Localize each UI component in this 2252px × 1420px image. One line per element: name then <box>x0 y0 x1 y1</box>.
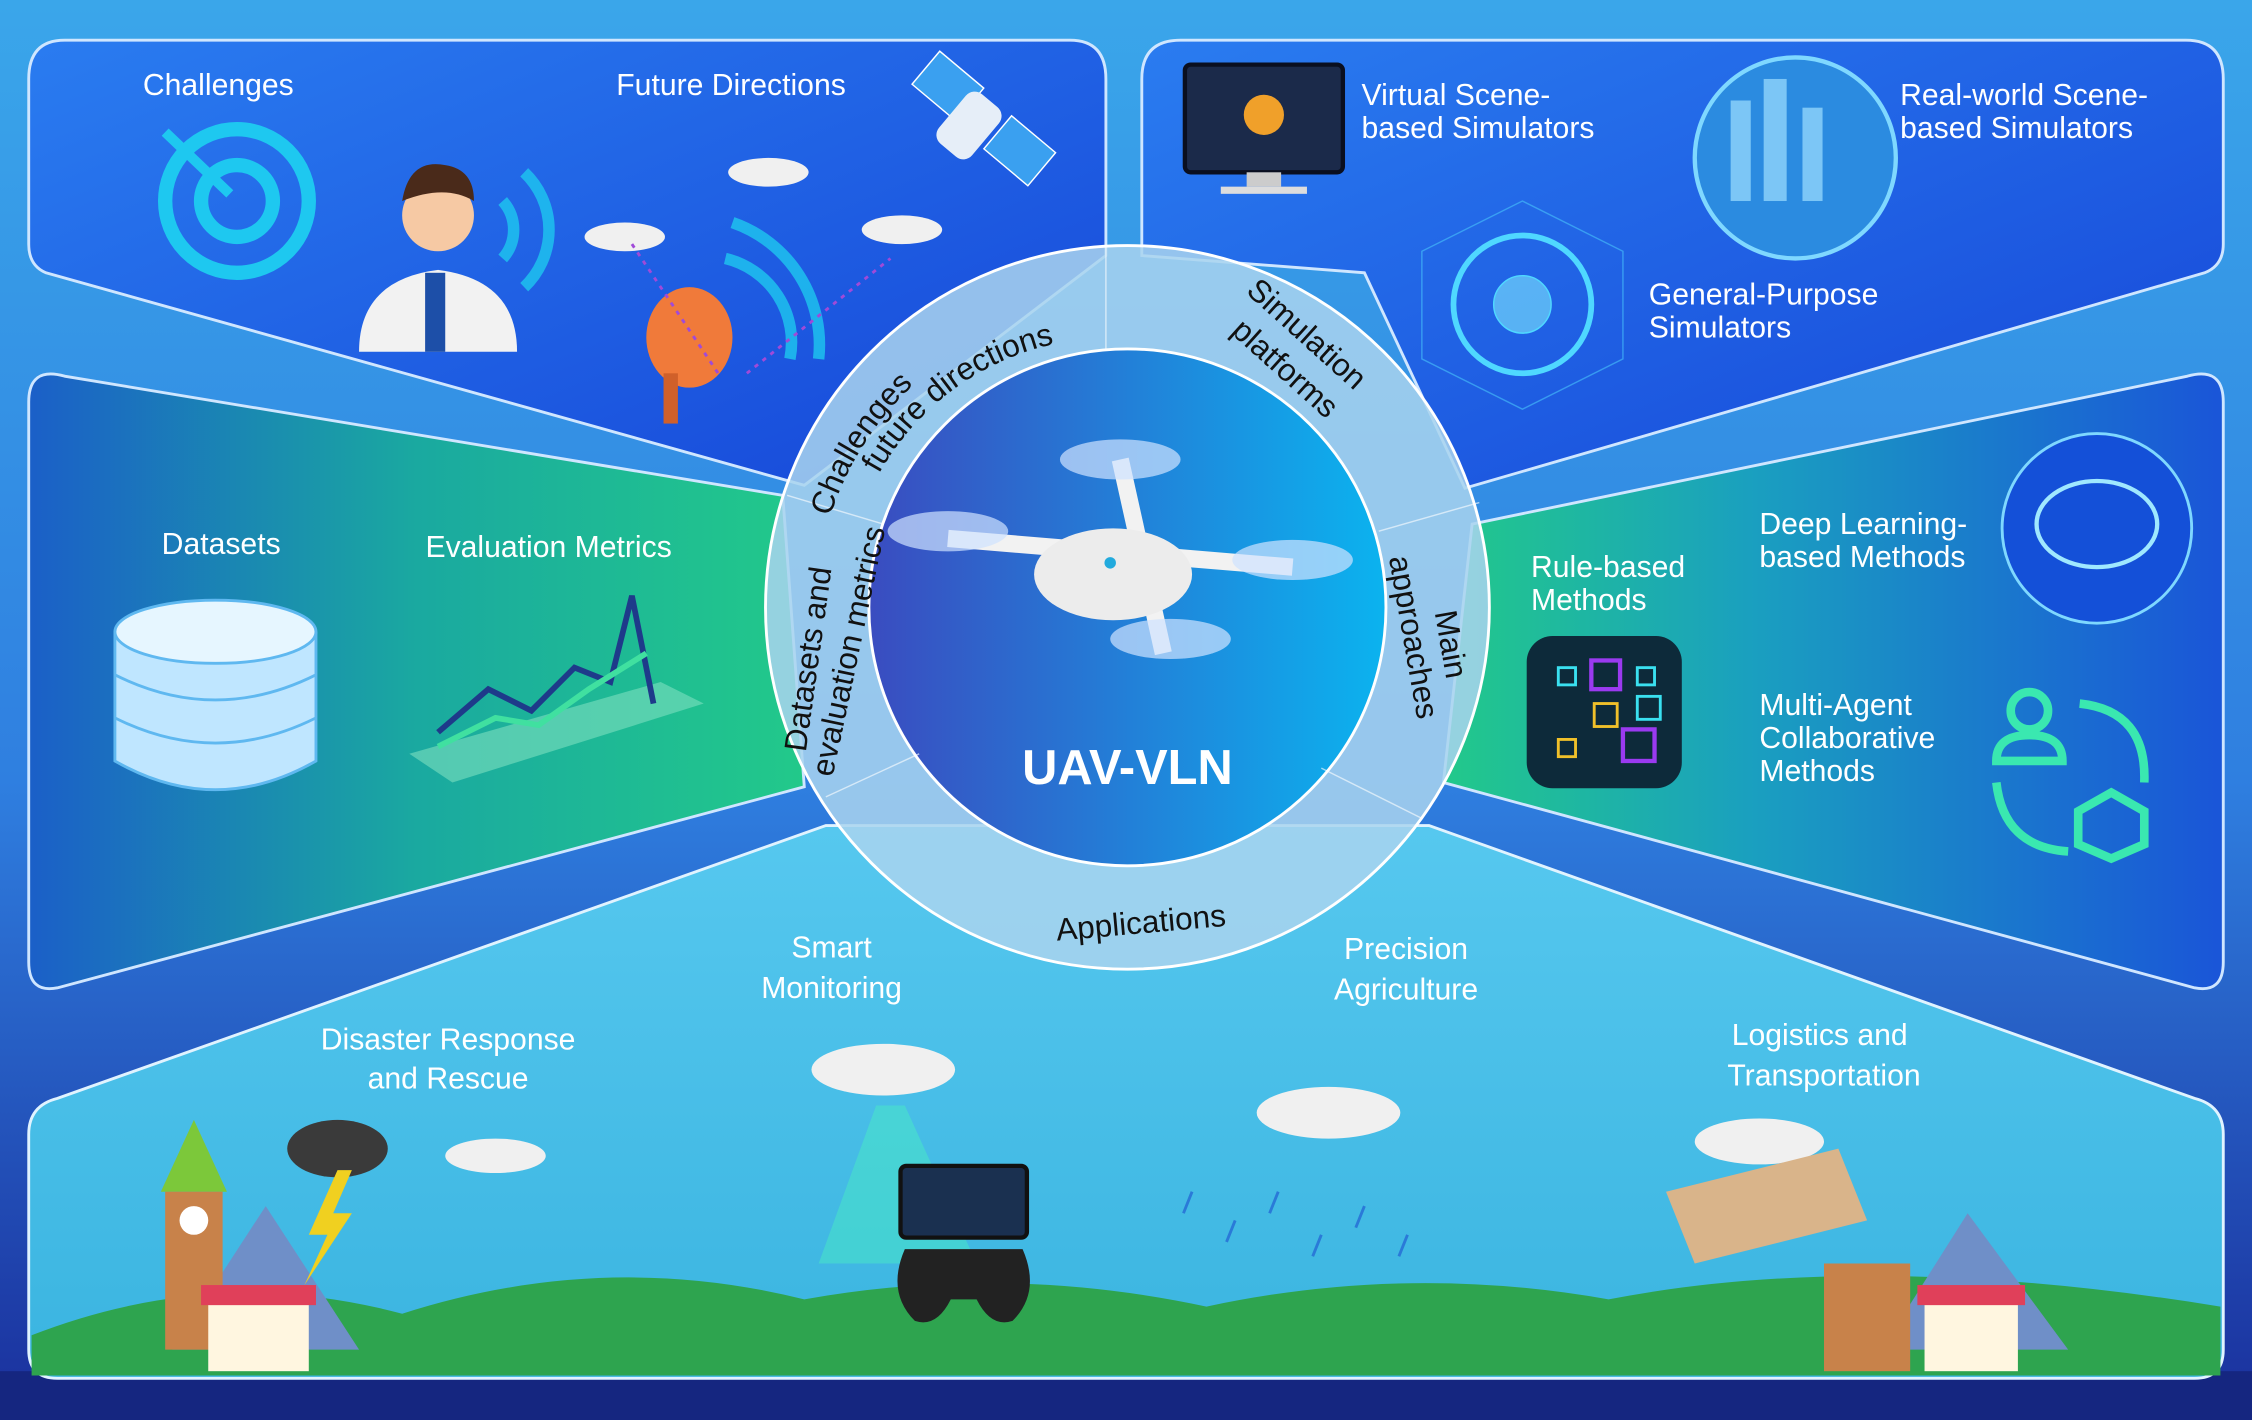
satellite-icon <box>911 50 1057 187</box>
label-general-simulators-2: Simulators <box>1649 311 1791 344</box>
label-multi-agent-1: Multi-Agent <box>1759 689 1912 722</box>
package-icon <box>1666 1148 1868 1264</box>
panel-datasets <box>27 372 806 991</box>
label-realworld-simulators-2: based Simulators <box>1900 112 2133 145</box>
label-general-simulators-1: General-Purpose <box>1649 278 1879 311</box>
label-disaster-2: and Rescue <box>368 1062 529 1095</box>
hud-globe-icon <box>1421 200 1624 411</box>
target-icon <box>157 122 316 280</box>
label-rule-based-1: Rule-based <box>1531 551 1685 584</box>
label-deep-learning-2: based Methods <box>1759 541 1965 574</box>
label-virtual-simulators-1: Virtual Scene- <box>1362 79 1551 112</box>
city-globe-icon <box>1692 55 1898 261</box>
label-monitoring-2: Monitoring <box>761 972 902 1005</box>
panel-simulators <box>1140 38 2225 490</box>
storm-cloud-icon <box>287 1119 388 1286</box>
label-realworld-simulators-1: Real-world Scene- <box>1900 79 2148 112</box>
rule-grid-icon <box>1526 636 1682 789</box>
hills <box>31 1275 2221 1376</box>
drone-icon <box>887 439 1353 660</box>
brain-icon <box>2000 432 2194 625</box>
label-challenges: Challenges <box>143 69 294 102</box>
label-agriculture-1: Precision <box>1344 933 1468 966</box>
panel-applications <box>27 824 2225 1380</box>
label-deep-learning-1: Deep Learning- <box>1759 508 1967 541</box>
label-monitoring-1: Smart <box>791 932 872 965</box>
label-disaster-1: Disaster Response <box>321 1024 576 1057</box>
drone-logistics-icon <box>1694 1118 1825 1165</box>
drone-agriculture-icon <box>1256 1086 1401 1139</box>
label-evaluation-metrics: Evaluation Metrics <box>425 531 671 564</box>
label-multi-agent-3: Methods <box>1759 755 1875 788</box>
monitor-icon <box>1182 62 1346 194</box>
label-datasets: Datasets <box>162 528 281 561</box>
label-virtual-simulators-2: based Simulators <box>1362 112 1595 145</box>
house-right-icon <box>1824 1263 2026 1372</box>
agent-collaboration-icon <box>1992 687 2149 864</box>
label-agriculture-2: Agriculture <box>1334 973 1478 1006</box>
clock-tower-icon <box>160 1119 227 1350</box>
label-logistics-2: Transportation <box>1727 1059 1920 1092</box>
label-rule-based-2: Methods <box>1531 584 1647 617</box>
phone-controller-icon <box>897 1163 1030 1323</box>
rain-icon <box>1182 1191 1409 1257</box>
house-icon <box>201 1285 316 1372</box>
label-logistics-1: Logistics and <box>1732 1019 1908 1052</box>
chart-icon <box>409 595 704 783</box>
center-title: UAV-VLN <box>1022 741 1233 795</box>
label-future-directions: Future Directions <box>616 69 846 102</box>
person-icon <box>359 164 518 352</box>
signal-waves-icon <box>498 168 826 361</box>
drone-monitoring-icon <box>811 1043 956 1096</box>
small-drone-icons <box>584 157 943 252</box>
label-multi-agent-2: Collaborative <box>1759 722 1935 755</box>
drone-disaster-icon <box>445 1138 546 1174</box>
database-icon <box>113 598 318 791</box>
